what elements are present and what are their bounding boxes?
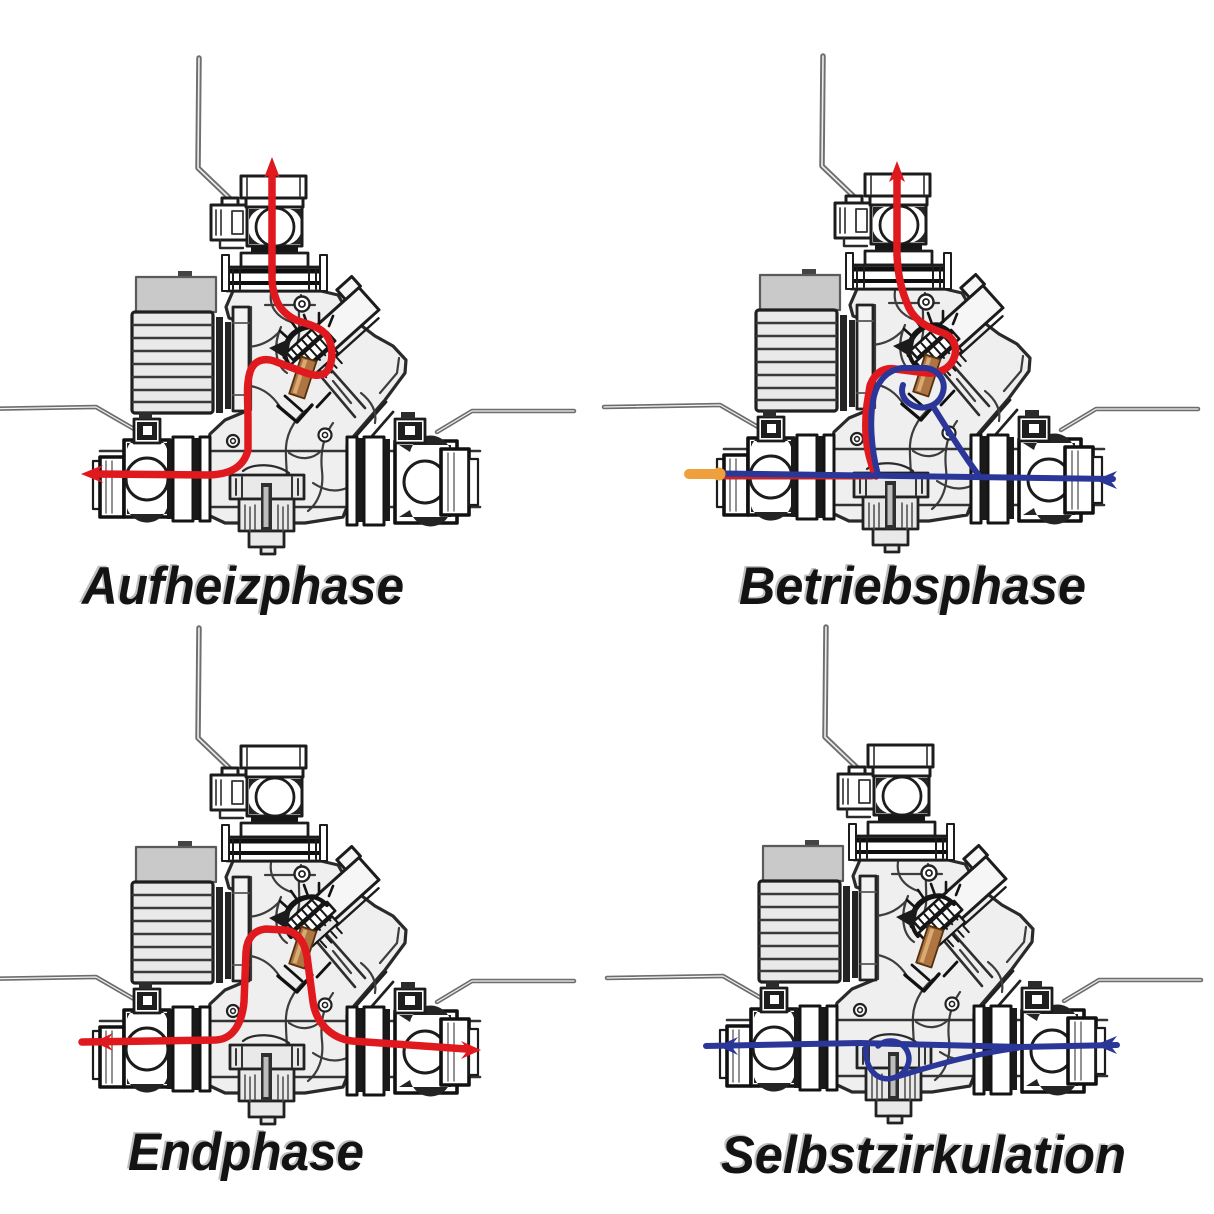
svg-text:Betriebsphase: Betriebsphase [739,557,1086,616]
svg-text:Aufheizphase: Aufheizphase [80,557,404,616]
svg-text:Selbstzirkulation: Selbstzirkulation [721,1126,1126,1185]
svg-text:Selbstzirkulation: Selbstzirkulation [719,1125,1124,1184]
svg-text:Endphase: Endphase [126,1122,362,1181]
svg-text:Endphase: Endphase [128,1123,364,1182]
svg-text:Aufheizphase: Aufheizphase [78,556,402,615]
svg-text:Betriebsphase: Betriebsphase [737,556,1084,615]
